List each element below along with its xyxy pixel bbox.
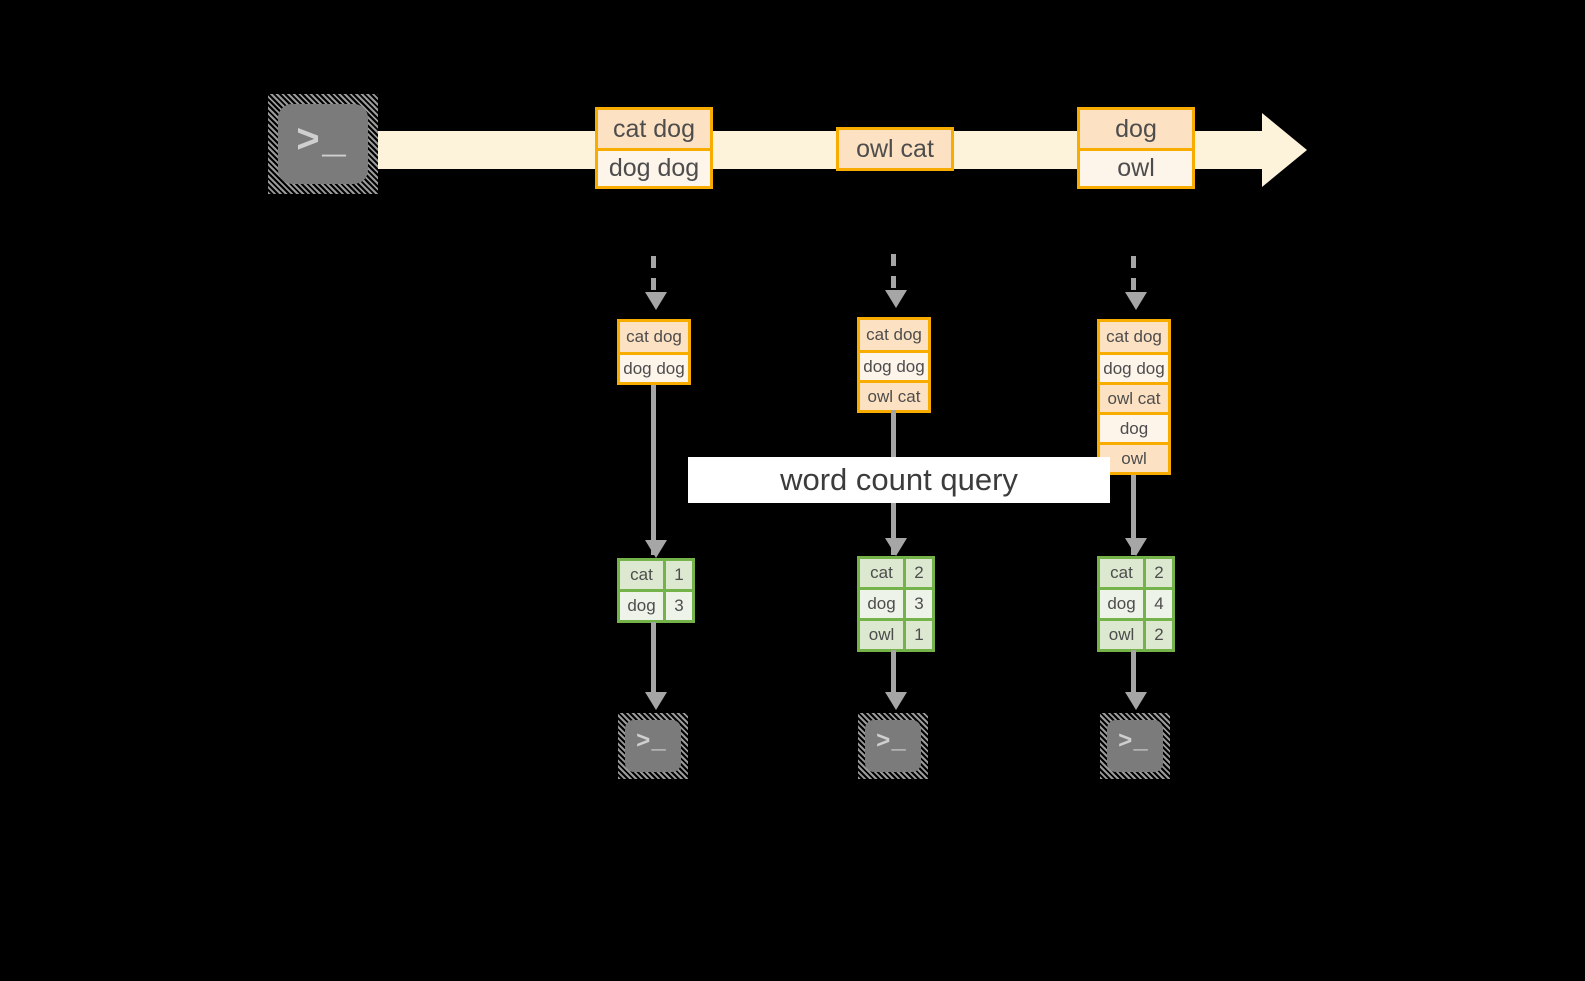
stream-record-group-3: dog owl — [1077, 107, 1195, 189]
table-row: cat 2 — [1100, 559, 1172, 587]
result-word: cat — [1100, 559, 1146, 587]
arrow-head-icon — [1125, 292, 1147, 310]
result-count: 2 — [1146, 621, 1172, 649]
arrow-head-icon — [645, 692, 667, 710]
source-terminal-icon: >_ — [268, 94, 378, 194]
arrow-head-icon — [1125, 692, 1147, 710]
snapshot-to-result-connector-1 — [651, 385, 656, 555]
stream-to-snapshot-connector-2 — [891, 254, 896, 296]
stream-record-row: dog — [1080, 110, 1192, 148]
terminal-prompt-glyph: >_ — [636, 729, 667, 756]
result-count: 1 — [666, 561, 692, 589]
result-count: 3 — [666, 592, 692, 620]
terminal-prompt-glyph: >_ — [296, 120, 349, 165]
table-row: cat 1 — [620, 561, 692, 589]
arrow-head-icon — [885, 692, 907, 710]
snapshot-row: owl cat — [860, 380, 928, 410]
stream-arrow-head-icon — [1262, 113, 1307, 187]
result-word: dog — [620, 592, 666, 620]
result-word: cat — [860, 559, 906, 587]
snapshot-stack-3: cat dog dog dog owl cat dog owl — [1097, 319, 1171, 475]
snapshot-stack-1: cat dog dog dog — [617, 319, 691, 385]
output-terminal-icon-3: >_ — [1100, 713, 1170, 779]
terminal-prompt-glyph: >_ — [876, 729, 907, 756]
arrow-head-icon — [645, 292, 667, 310]
result-word: dog — [860, 590, 906, 618]
query-label-text: word count query — [780, 462, 1018, 497]
arrow-head-icon — [645, 540, 667, 558]
table-row: cat 2 — [860, 559, 932, 587]
terminal-body: >_ — [1107, 720, 1163, 772]
snapshot-stack-2: cat dog dog dog owl cat — [857, 317, 931, 413]
snapshot-row: cat dog — [1100, 322, 1168, 352]
stream-record-group-1: cat dog dog dog — [595, 107, 713, 189]
terminal-prompt-glyph: >_ — [1118, 729, 1149, 756]
table-row: owl 2 — [1100, 618, 1172, 649]
result-table-2: cat 2 dog 3 owl 1 — [857, 556, 935, 652]
table-row: dog 4 — [1100, 587, 1172, 618]
result-to-output-connector-1 — [651, 622, 656, 694]
snapshot-row: dog dog — [620, 352, 688, 382]
snapshot-row: owl cat — [1100, 382, 1168, 412]
result-word: owl — [1100, 621, 1146, 649]
stream-record-group-2: owl cat — [836, 127, 954, 171]
stream-to-snapshot-connector-3 — [1131, 256, 1136, 298]
snapshot-row: owl — [1100, 442, 1168, 472]
snapshot-row: dog — [1100, 412, 1168, 442]
terminal-body: >_ — [865, 720, 921, 772]
result-word: owl — [860, 621, 906, 649]
query-label-band: word count query — [688, 457, 1110, 503]
table-row: dog 3 — [620, 589, 692, 620]
result-count: 4 — [1146, 590, 1172, 618]
result-count: 3 — [906, 590, 932, 618]
result-table-3: cat 2 dog 4 owl 2 — [1097, 556, 1175, 652]
result-count: 1 — [906, 621, 932, 649]
arrow-head-icon — [885, 290, 907, 308]
result-to-output-connector-2 — [891, 650, 896, 694]
result-count: 2 — [1146, 559, 1172, 587]
stream-record-row: owl — [1080, 148, 1192, 186]
result-word: dog — [1100, 590, 1146, 618]
result-word: cat — [620, 561, 666, 589]
result-count: 2 — [906, 559, 932, 587]
stream-to-snapshot-connector-1 — [651, 256, 656, 298]
stream-record-row: dog dog — [598, 148, 710, 186]
stream-record-row: owl cat — [839, 130, 951, 168]
snapshot-row: dog dog — [860, 350, 928, 380]
table-row: dog 3 — [860, 587, 932, 618]
arrow-head-icon — [885, 538, 907, 556]
snapshot-row: cat dog — [620, 322, 688, 352]
terminal-body: >_ — [625, 720, 681, 772]
snapshot-row: dog dog — [1100, 352, 1168, 382]
snapshot-to-result-connector-3 — [1131, 475, 1136, 555]
snapshot-row: cat dog — [860, 320, 928, 350]
arrow-head-icon — [1125, 538, 1147, 556]
terminal-body: >_ — [278, 104, 368, 184]
stream-record-row: cat dog — [598, 110, 710, 148]
output-terminal-icon-1: >_ — [618, 713, 688, 779]
result-table-1: cat 1 dog 3 — [617, 558, 695, 623]
output-terminal-icon-2: >_ — [858, 713, 928, 779]
result-to-output-connector-3 — [1131, 650, 1136, 694]
table-row: owl 1 — [860, 618, 932, 649]
